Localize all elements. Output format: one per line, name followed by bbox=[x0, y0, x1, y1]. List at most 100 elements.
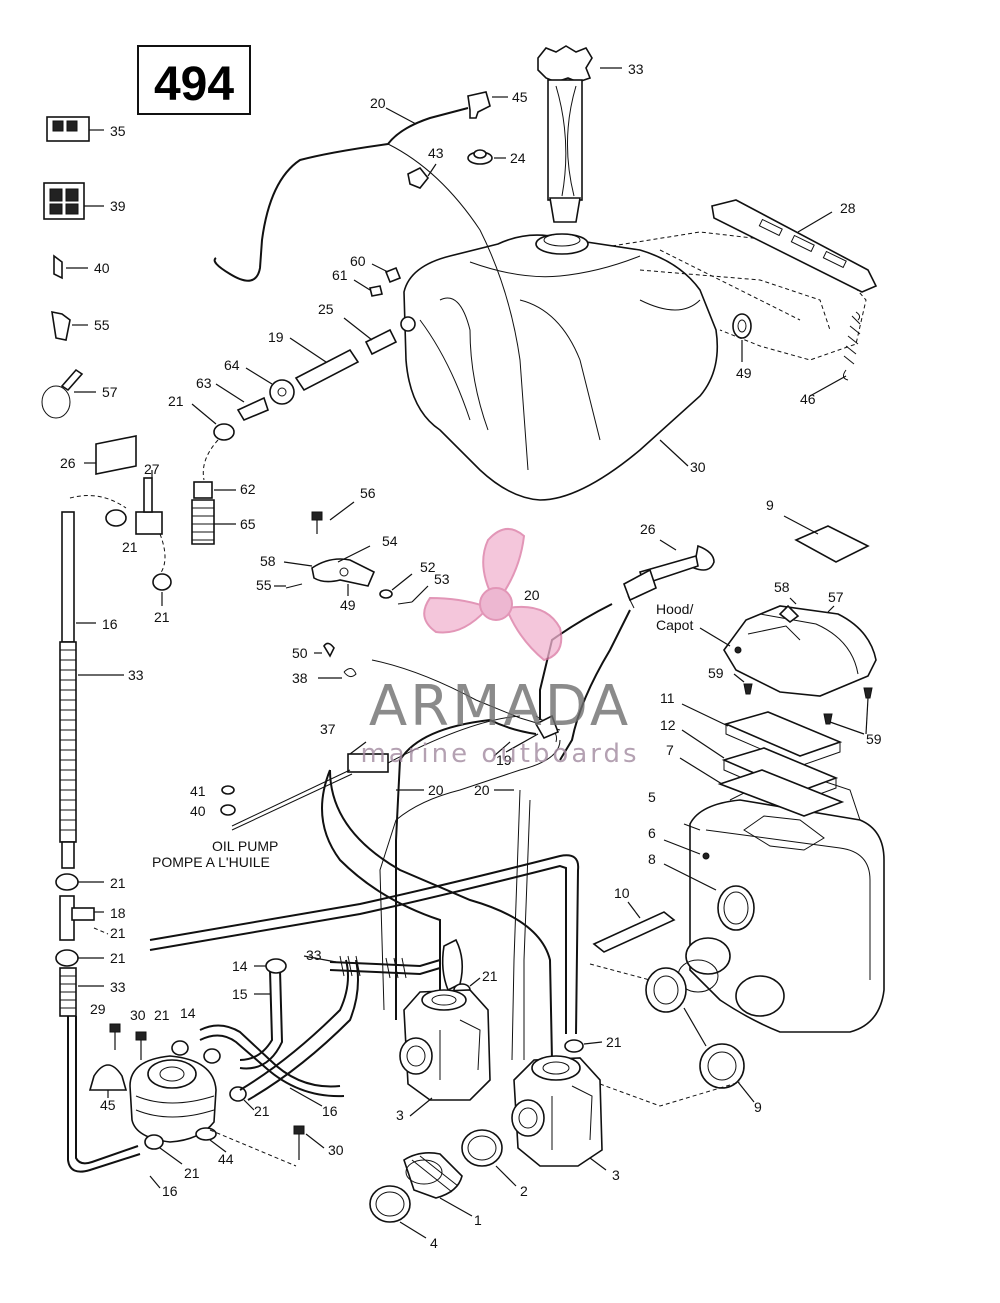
terminal-53 bbox=[51, 310, 88, 341]
fuel-outlet-23 bbox=[343, 317, 398, 356]
callout: 46 bbox=[800, 391, 816, 407]
callout: 26 bbox=[640, 521, 656, 537]
seal-8 bbox=[663, 863, 755, 931]
callout: 5 bbox=[648, 789, 656, 805]
callout: 7 bbox=[666, 742, 674, 758]
callout: 29 bbox=[90, 1001, 106, 1017]
hose-16-cross bbox=[149, 854, 580, 1035]
callout: 33 bbox=[306, 947, 322, 963]
callout: 8 bbox=[648, 851, 656, 867]
sleeve-9 bbox=[589, 963, 755, 1107]
callout: 20 bbox=[524, 587, 540, 603]
fuel-tank-28 bbox=[400, 233, 719, 501]
callout: 20 bbox=[370, 95, 386, 111]
decal-24 bbox=[84, 435, 137, 475]
watermark-brand: ARMADA bbox=[369, 674, 631, 739]
tank-support-phantom bbox=[611, 231, 867, 361]
callout: 14 bbox=[232, 958, 248, 974]
callout: 21 bbox=[110, 925, 126, 941]
callout: 57 bbox=[102, 384, 118, 400]
clamp-4 bbox=[369, 1185, 427, 1239]
primer-62-65 bbox=[191, 481, 236, 545]
lever-assembly-45 bbox=[274, 501, 429, 605]
callout: 65 bbox=[240, 516, 256, 532]
callout: 9 bbox=[766, 497, 774, 513]
callout: 2 bbox=[520, 1183, 528, 1199]
tee-18 bbox=[59, 895, 104, 941]
propeller-logo bbox=[423, 528, 563, 662]
fuel-pump-40 bbox=[129, 1055, 297, 1167]
screws-59 bbox=[733, 673, 873, 735]
oil-pump-label: OIL PUMP bbox=[212, 838, 278, 854]
screws-60-61 bbox=[353, 263, 402, 297]
screw-30-mid bbox=[293, 1125, 325, 1160]
callout: 37 bbox=[320, 721, 336, 737]
oil-cable-fittings bbox=[220, 642, 521, 831]
clamp-21-a bbox=[191, 403, 235, 441]
connection-dash-b bbox=[69, 495, 166, 575]
clamp-21-e bbox=[55, 949, 104, 967]
callout: 52 bbox=[420, 559, 436, 575]
bracket-12 bbox=[592, 901, 676, 953]
callout: 35 bbox=[110, 123, 126, 139]
callout: 16 bbox=[162, 1183, 178, 1199]
callout: 27 bbox=[144, 461, 160, 477]
callout: 20 bbox=[428, 782, 444, 798]
vent-hose-20-top bbox=[213, 107, 529, 471]
callout: 59 bbox=[708, 665, 724, 681]
hoses-14-15 bbox=[199, 958, 359, 1107]
callout: 45 bbox=[512, 89, 528, 105]
callout: 16 bbox=[322, 1103, 338, 1119]
callout: 40 bbox=[94, 260, 110, 276]
carburetor-3-right bbox=[511, 1055, 607, 1171]
bracket-41 bbox=[88, 1064, 128, 1098]
callout: 10 bbox=[614, 885, 630, 901]
callout: 33 bbox=[628, 61, 644, 77]
clamp-21-f bbox=[171, 1040, 189, 1056]
callout: 1 bbox=[474, 1212, 482, 1228]
clamp-2 bbox=[461, 1129, 517, 1187]
callout: 21 bbox=[184, 1165, 200, 1181]
hose-16-bottom bbox=[67, 1016, 161, 1189]
callout: 43 bbox=[428, 145, 444, 161]
air-silencer-5 bbox=[663, 769, 885, 1033]
callout: 49 bbox=[736, 365, 752, 381]
elbow-43 bbox=[467, 91, 508, 119]
callout: 25 bbox=[318, 301, 334, 317]
callout: 58 bbox=[260, 553, 276, 569]
clamp-21-d bbox=[55, 873, 104, 891]
callout: 26 bbox=[60, 455, 76, 471]
callout: 49 bbox=[340, 597, 356, 613]
callout: 20 bbox=[474, 782, 490, 798]
spring-44 bbox=[809, 311, 861, 397]
callout: 50 bbox=[292, 645, 308, 661]
grommet-64 bbox=[245, 367, 295, 405]
callout: 6 bbox=[648, 825, 656, 841]
callout: 3 bbox=[612, 1167, 620, 1183]
hose-16-31 bbox=[59, 511, 124, 869]
capot-label: Capot bbox=[656, 617, 693, 633]
callout: 30 bbox=[328, 1142, 344, 1158]
callout: 61 bbox=[332, 267, 348, 283]
callout: 54 bbox=[382, 533, 398, 549]
armada-watermark: ARMADA marine outboards bbox=[360, 528, 639, 769]
callout: 55 bbox=[256, 577, 272, 593]
callout: 60 bbox=[350, 253, 366, 269]
callout: 18 bbox=[110, 905, 126, 921]
diagram-number: 494 bbox=[154, 58, 234, 111]
watermark-tagline: marine outboards bbox=[360, 739, 639, 769]
callout: 30 bbox=[690, 459, 706, 475]
callout: 12 bbox=[660, 717, 676, 733]
callout: 39 bbox=[110, 198, 126, 214]
callout: 40 bbox=[190, 803, 206, 819]
callout: 21 bbox=[482, 968, 498, 984]
hood-57 bbox=[699, 597, 877, 697]
hose-33-spring bbox=[303, 938, 603, 1053]
callout: 55 bbox=[94, 317, 110, 333]
callout: 16 bbox=[102, 616, 118, 632]
screw-29 bbox=[109, 1023, 121, 1050]
choke-knob-27 bbox=[623, 539, 715, 609]
callout: 14 bbox=[180, 1005, 196, 1021]
valve-25 bbox=[135, 470, 163, 535]
